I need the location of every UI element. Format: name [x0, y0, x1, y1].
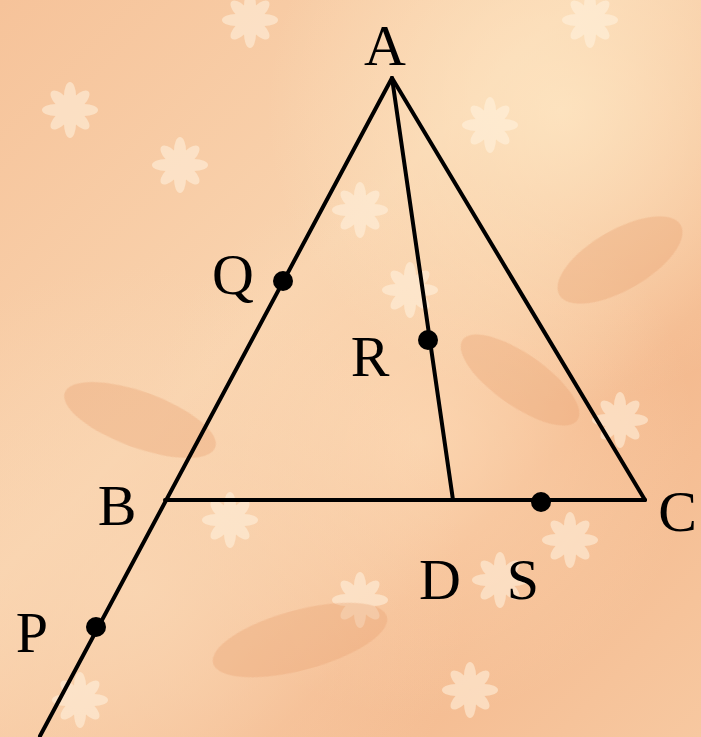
point-label: D: [419, 551, 461, 609]
point-label: A: [364, 17, 406, 75]
point-label: P: [16, 604, 48, 662]
segment-ad: [392, 78, 453, 500]
point-s: [531, 492, 551, 512]
line-ab-extended: [40, 78, 392, 736]
point-label: S: [507, 551, 539, 609]
point-label: C: [658, 483, 697, 541]
point-label: R: [351, 328, 390, 386]
point-p: [86, 617, 106, 637]
point-label: Q: [212, 246, 254, 304]
side-ac: [392, 78, 645, 500]
point-label: B: [98, 477, 137, 535]
side-bc: [165, 498, 645, 502]
point-q: [273, 271, 293, 291]
point-r: [418, 330, 438, 350]
